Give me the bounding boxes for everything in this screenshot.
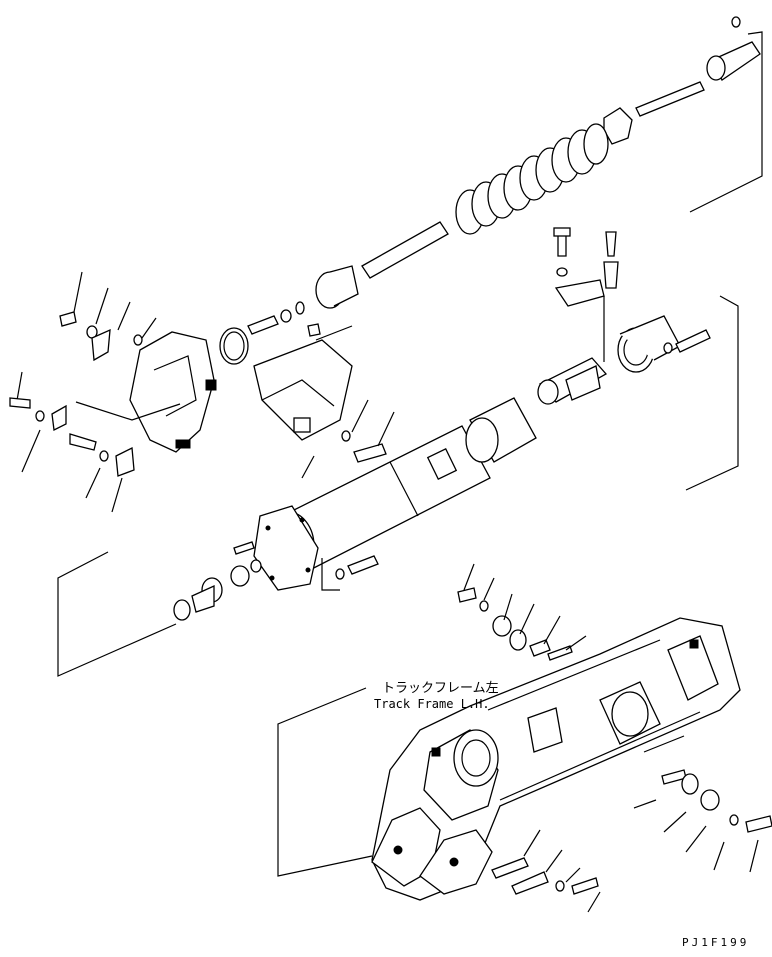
track-frame: [277, 563, 772, 913]
grease-fitting-group: [537, 227, 739, 491]
recoil-spring: [455, 123, 609, 235]
track-frame-label-jp: トラックフレーム左: [382, 681, 499, 696]
drawing-code: PJ1F199: [682, 936, 749, 949]
recoil-spring-assembly: [219, 16, 763, 365]
idler-yoke-cover: [9, 271, 395, 513]
track-frame-label-en: Track Frame L.H.: [374, 697, 490, 711]
cylinder-tube: [57, 397, 537, 677]
